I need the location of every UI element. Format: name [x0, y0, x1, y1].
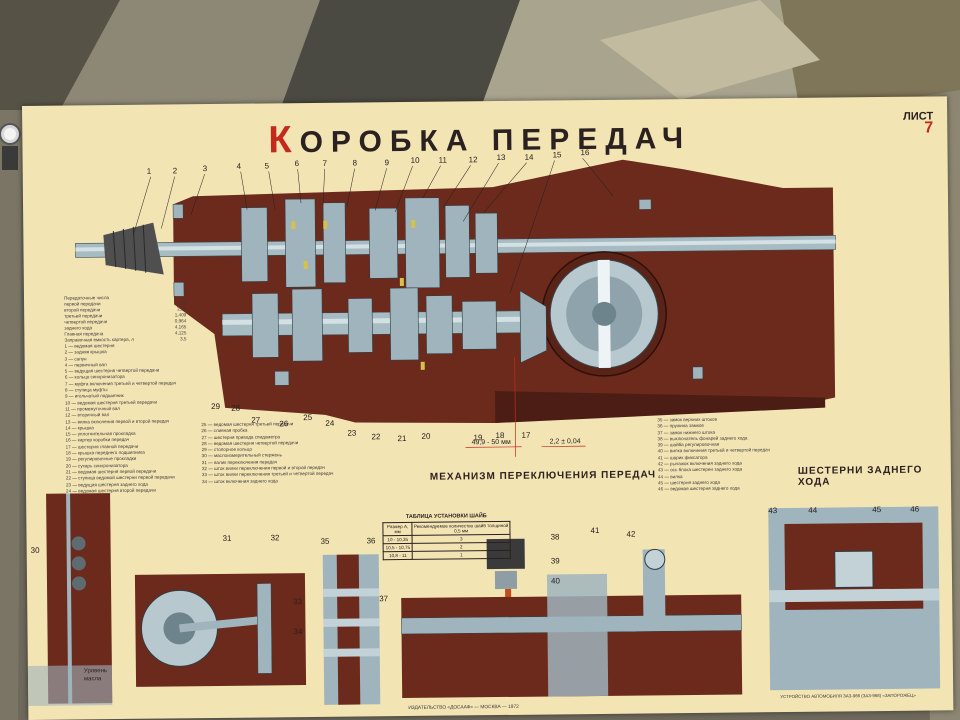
- callout-number: 43: [768, 506, 778, 516]
- callout-number: 44: [808, 505, 818, 515]
- callout-number: 8: [352, 158, 358, 168]
- callout-number: 20: [421, 431, 431, 441]
- final-drive-gear: [519, 290, 547, 364]
- shim-table-title: ТАБЛИЦА УСТАНОВКИ ШАЙБ: [405, 513, 487, 521]
- callout-number: 7: [322, 158, 328, 168]
- callout-number: 45: [872, 505, 882, 515]
- callout-number: 42: [626, 529, 636, 539]
- callout-number: 40: [550, 576, 560, 586]
- rubber-boot: [103, 222, 164, 275]
- wristwatch: [0, 118, 22, 170]
- callout-number: 37: [379, 594, 389, 604]
- casing-bolts: [172, 199, 704, 386]
- differential: [541, 251, 667, 377]
- legend-item: 46 — ведомая шестерня заднего хода: [658, 485, 740, 492]
- callout-number: 27: [251, 415, 261, 425]
- callout-number: 22: [371, 432, 381, 442]
- callout-number: 15: [552, 150, 562, 160]
- legend-item: 13 — вилка включения первой и второй пер…: [65, 418, 170, 425]
- callout-number: 16: [580, 148, 590, 158]
- callout-number: 10: [410, 155, 420, 165]
- callout-number: 31: [222, 533, 232, 543]
- casing-bottom: [495, 391, 826, 424]
- callout-number: 41: [590, 525, 600, 536]
- gear-clusters: [240, 197, 499, 362]
- callout-number: 26: [279, 419, 289, 429]
- rail-locks-view: [322, 554, 381, 705]
- callout-number: 4: [236, 161, 242, 171]
- ratio-value: 3,5: [180, 336, 187, 342]
- shim-cell: 10,8 - 11: [383, 551, 413, 560]
- legend-item: 24 — ведомая шестерня второй передачи: [66, 487, 156, 494]
- gearbox-casing: [173, 159, 836, 424]
- callout-number: 25: [303, 412, 313, 423]
- callout-number: 19: [473, 433, 483, 443]
- watch-icon: [0, 123, 21, 170]
- callout-number: 9: [384, 158, 390, 168]
- oil-level-label: Уровень масла: [83, 668, 108, 683]
- callout-number: 23: [347, 428, 357, 438]
- callout-number: 30: [30, 545, 40, 555]
- poster: Коробка передач ЛИСТ 7: [22, 96, 954, 720]
- callout-number: 5: [264, 161, 270, 171]
- shift-mechanism-view: [401, 548, 743, 699]
- shim-cell: 1: [412, 550, 511, 560]
- callout-number: 6: [294, 159, 300, 169]
- shift-shaft-view: [134, 573, 307, 687]
- callout-number: 11: [438, 155, 447, 165]
- callout-number: 18: [495, 430, 505, 441]
- leader-lines: [133, 157, 614, 293]
- gearbox-cutaway: [27, 157, 941, 706]
- shim-header: Рекомендуемое количество шайб толщиной 0…: [412, 521, 511, 536]
- callout-number: 28: [231, 403, 241, 413]
- callout-number: 24: [325, 418, 335, 428]
- reverse-light-switch-view: [486, 538, 525, 599]
- shim-header: Размер А, мм: [382, 522, 413, 536]
- gear-highlights: [291, 219, 425, 370]
- callout-number: 38: [550, 532, 560, 542]
- reverse-gears-view: [768, 506, 941, 691]
- callout-number: 1: [146, 166, 152, 176]
- callout-number: 2: [172, 166, 178, 176]
- callout-number: 32: [270, 533, 280, 543]
- callout-number: 29: [211, 401, 221, 412]
- dimension-lines: [465, 356, 586, 457]
- caption-reverse: ШЕСТЕРНИ ЗАДНЕГО ХОДА: [797, 464, 923, 488]
- callout-number: 17: [521, 430, 531, 440]
- callout-number: 21: [397, 433, 407, 444]
- callout-number: 33: [293, 597, 303, 607]
- callout-number: 35: [320, 536, 330, 546]
- callout-number: 34: [293, 627, 303, 637]
- legend-item: 40 — вилка включения третьей и четвертой…: [657, 447, 771, 454]
- callout-number: 46: [910, 504, 920, 514]
- callout-number: 3: [202, 164, 208, 174]
- caption-mechanism: МЕХАНИЗМ ПЕРЕКЛЮЧЕНИЯ ПЕРЕДАЧ: [429, 469, 657, 483]
- dimension-2-2: 2,2 ± 0,04: [549, 438, 581, 446]
- callout-number: 14: [524, 152, 534, 162]
- callout-number: 13: [496, 152, 506, 163]
- callout-number: 12: [468, 155, 478, 165]
- dipstick-view: [27, 493, 113, 706]
- callout-number: 36: [366, 536, 376, 546]
- callout-number: 39: [550, 556, 560, 566]
